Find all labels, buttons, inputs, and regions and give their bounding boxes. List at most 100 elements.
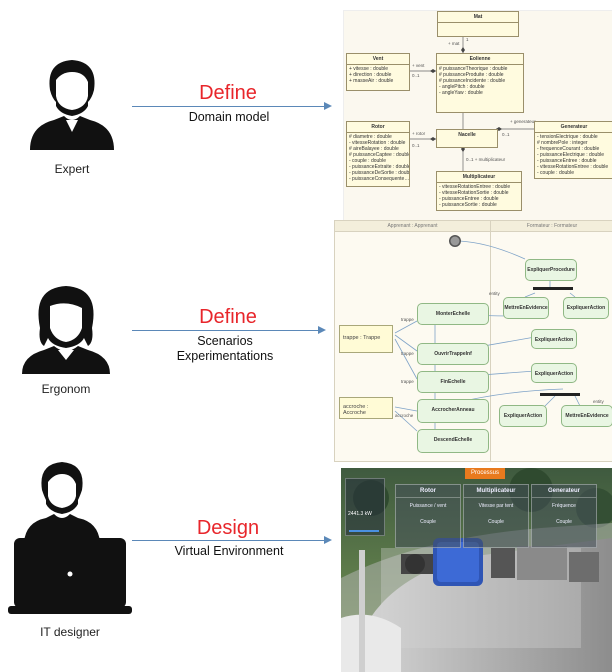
- activity-diagram: Apprenant : Apprenant Formateur : Format…: [334, 220, 612, 462]
- uml-class-nacelle: Nacelle: [436, 129, 498, 148]
- ergonom-arrow: [132, 326, 326, 334]
- generateur-attr: - puissanceEntree : double: [537, 158, 597, 164]
- node-label: OuvrirTrappeInf: [434, 351, 472, 357]
- node-label: ExpliquerAction: [534, 371, 574, 377]
- virtual-environment-label: Virtual Environment: [174, 544, 284, 558]
- node-label: MonterEchelle: [435, 311, 471, 317]
- lane-apprenant-header: Apprenant : Apprenant: [335, 221, 490, 232]
- assoc-mult-1: 1: [466, 37, 469, 42]
- multiplicateur-attr: - vitesseRotationEntree : double: [439, 184, 511, 190]
- uml-class-vent: Vent + vitesse : double + direction : do…: [346, 53, 410, 91]
- rotor-card[interactable]: Rotor Puissance / vent Couple: [395, 484, 461, 548]
- edge-label-entity-2: entity: [593, 399, 604, 404]
- rotor-attr: - puissanceExtraite : double: [349, 164, 409, 170]
- node-label: ExpliquerProcedure: [527, 267, 575, 273]
- node-expliquer-action-1: ExpliquerAction: [563, 297, 609, 319]
- multiplicateur-card-line1: Vitesse par tent: [478, 503, 514, 509]
- node-mettre-en-evidence-1: MettreEnEvidence: [503, 297, 549, 319]
- fork-bar-2: [540, 393, 580, 396]
- generateur-attr: - tensionElectrique : double: [537, 134, 598, 140]
- multiplicateur-card-title: Multiplicateur: [464, 488, 528, 498]
- power-gauge: 2441.3 kW: [345, 478, 385, 536]
- assoc-rotor-label: + rotor: [412, 131, 426, 136]
- note-trappe-text: trappe : Trappe: [343, 335, 381, 341]
- note-trappe: trappe : Trappe: [339, 325, 393, 353]
- uml-class-mat: Mat: [437, 11, 519, 37]
- node-expliquer-action-4: ExpliquerAction: [499, 405, 547, 427]
- process-badge[interactable]: Processus: [465, 468, 505, 479]
- define-domain-action: Define: [199, 82, 257, 104]
- design-action: Design: [196, 517, 260, 539]
- node-expliquer-action-3: ExpliquerAction: [531, 363, 577, 383]
- ergonom-person-icon: [22, 286, 110, 374]
- multiplicateur-attr: - vitesseRotationSortie : double: [439, 190, 509, 196]
- multiplicateur-attr: - puissanceEntree : double: [439, 196, 499, 202]
- node-label: FinEchelle: [440, 379, 466, 385]
- uml-class-mat-name: Mat: [438, 12, 518, 23]
- fork-bar-1: [533, 287, 573, 290]
- node-expliquer-action-2: ExpliquerAction: [531, 329, 577, 349]
- vent-attr: + direction : double: [349, 72, 392, 78]
- generateur-card-line1: Fréquence: [552, 503, 576, 509]
- node-descend-echelle: DescendEchelle: [417, 429, 489, 453]
- assoc-generateur-label: + generateur: [510, 119, 536, 124]
- edge-label-trappe-2: trappe: [401, 351, 414, 356]
- edge-label-entity-1: entity: [489, 291, 500, 296]
- note-accroche-text: accroche : Accroche: [343, 404, 369, 416]
- rotor-attr: - puissanceDeSortie : doub...: [349, 170, 409, 176]
- rotor-attr: - puissanceConsequente…: [349, 176, 409, 182]
- eolienne-attr: # puissanceIncidente : double: [439, 78, 506, 84]
- generateur-attr: - vitesseRotationEntree : double: [537, 164, 609, 170]
- rotor-attr: - vitesseRotation : double: [349, 140, 406, 146]
- rotor-card-title: Rotor: [396, 488, 460, 498]
- role-ergonom-label: Ergonom: [41, 382, 91, 396]
- vent-attr: + vitesse : double: [349, 66, 389, 72]
- node-label: DescendEchelle: [433, 437, 473, 443]
- multiplicateur-card[interactable]: Multiplicateur Vitesse par tent Couple: [463, 484, 529, 548]
- define-scenarios-action: Define: [199, 306, 257, 328]
- uml-class-rotor: Rotor # diametre : double - vitesseRotat…: [346, 121, 410, 187]
- uml-class-multiplicateur: Multiplicateur - vitesseRotationEntree :…: [436, 171, 522, 211]
- uml-class-rotor-name: Rotor: [347, 122, 409, 133]
- node-label: ExpliquerAction: [534, 337, 574, 343]
- assoc-multiplicateur-label: 0..1 + multiplicateur: [466, 157, 506, 162]
- rotor-attr: # puissanceCaptee : double: [349, 152, 409, 158]
- generateur-card[interactable]: Generateur Fréquence Couple: [531, 484, 597, 548]
- virtual-environment-screenshot: Processus Rotor Puissance / vent Couple …: [341, 468, 612, 672]
- node-expliquer-procedure: ExpliquerProcedure: [525, 259, 577, 281]
- generateur-card-line2: Couple: [556, 519, 572, 525]
- rotor-attr: # aireBalayee : double: [349, 146, 399, 152]
- assoc-vent-mult: 0..1: [412, 73, 420, 78]
- eolienne-attr: - anglePitch : double: [439, 84, 485, 90]
- role-expert-label: Expert: [54, 162, 90, 176]
- node-label: MettreEnEvidence: [504, 305, 548, 311]
- expert-arrow: [132, 102, 332, 110]
- assoc-mat-label: + mat: [448, 41, 460, 46]
- assoc-generateur-mult: 0..1: [502, 132, 510, 137]
- role-it-designer-label: IT designer: [40, 625, 100, 639]
- node-label: ExpliquerAction: [566, 305, 606, 311]
- rotor-card-line2: Couple: [420, 519, 436, 525]
- edge-label-trappe-3: trappe: [401, 379, 414, 384]
- uml-class-eolienne: Eolienne # puissanceTheorique : double #…: [436, 53, 524, 113]
- node-label: AccrocherAnneau: [431, 407, 475, 413]
- it-designer-laptop-icon: [8, 462, 132, 614]
- scenarios-label: Scenarios Experimentations: [176, 334, 274, 363]
- power-gauge-value: 2441.3 kW: [348, 511, 372, 517]
- assoc-rotor-mult: 0..1: [412, 143, 420, 148]
- lane-divider: [490, 221, 491, 461]
- note-accroche: accroche : Accroche: [339, 397, 393, 419]
- generateur-attr: - couple : double: [537, 170, 574, 176]
- edge-label-trappe-1: trappe: [401, 317, 414, 322]
- rotor-attr: - couple : double: [349, 158, 386, 164]
- edge-label-accroche: accroche: [395, 413, 414, 418]
- uml-class-nacelle-name: Nacelle: [458, 132, 476, 138]
- generateur-card-title: Generateur: [532, 488, 596, 498]
- expert-person-icon: [30, 60, 114, 150]
- node-label: MettreEnEvidence: [565, 413, 609, 419]
- uml-class-multiplicateur-name: Multiplicateur: [437, 172, 521, 183]
- rotor-card-line1: Puissance / vent: [409, 503, 447, 509]
- it-designer-arrow: [132, 536, 332, 544]
- uml-class-generateur: Generateur - tensionElectrique : double …: [534, 121, 612, 179]
- lane-formateur-header: Formateur : Formateur: [491, 221, 612, 232]
